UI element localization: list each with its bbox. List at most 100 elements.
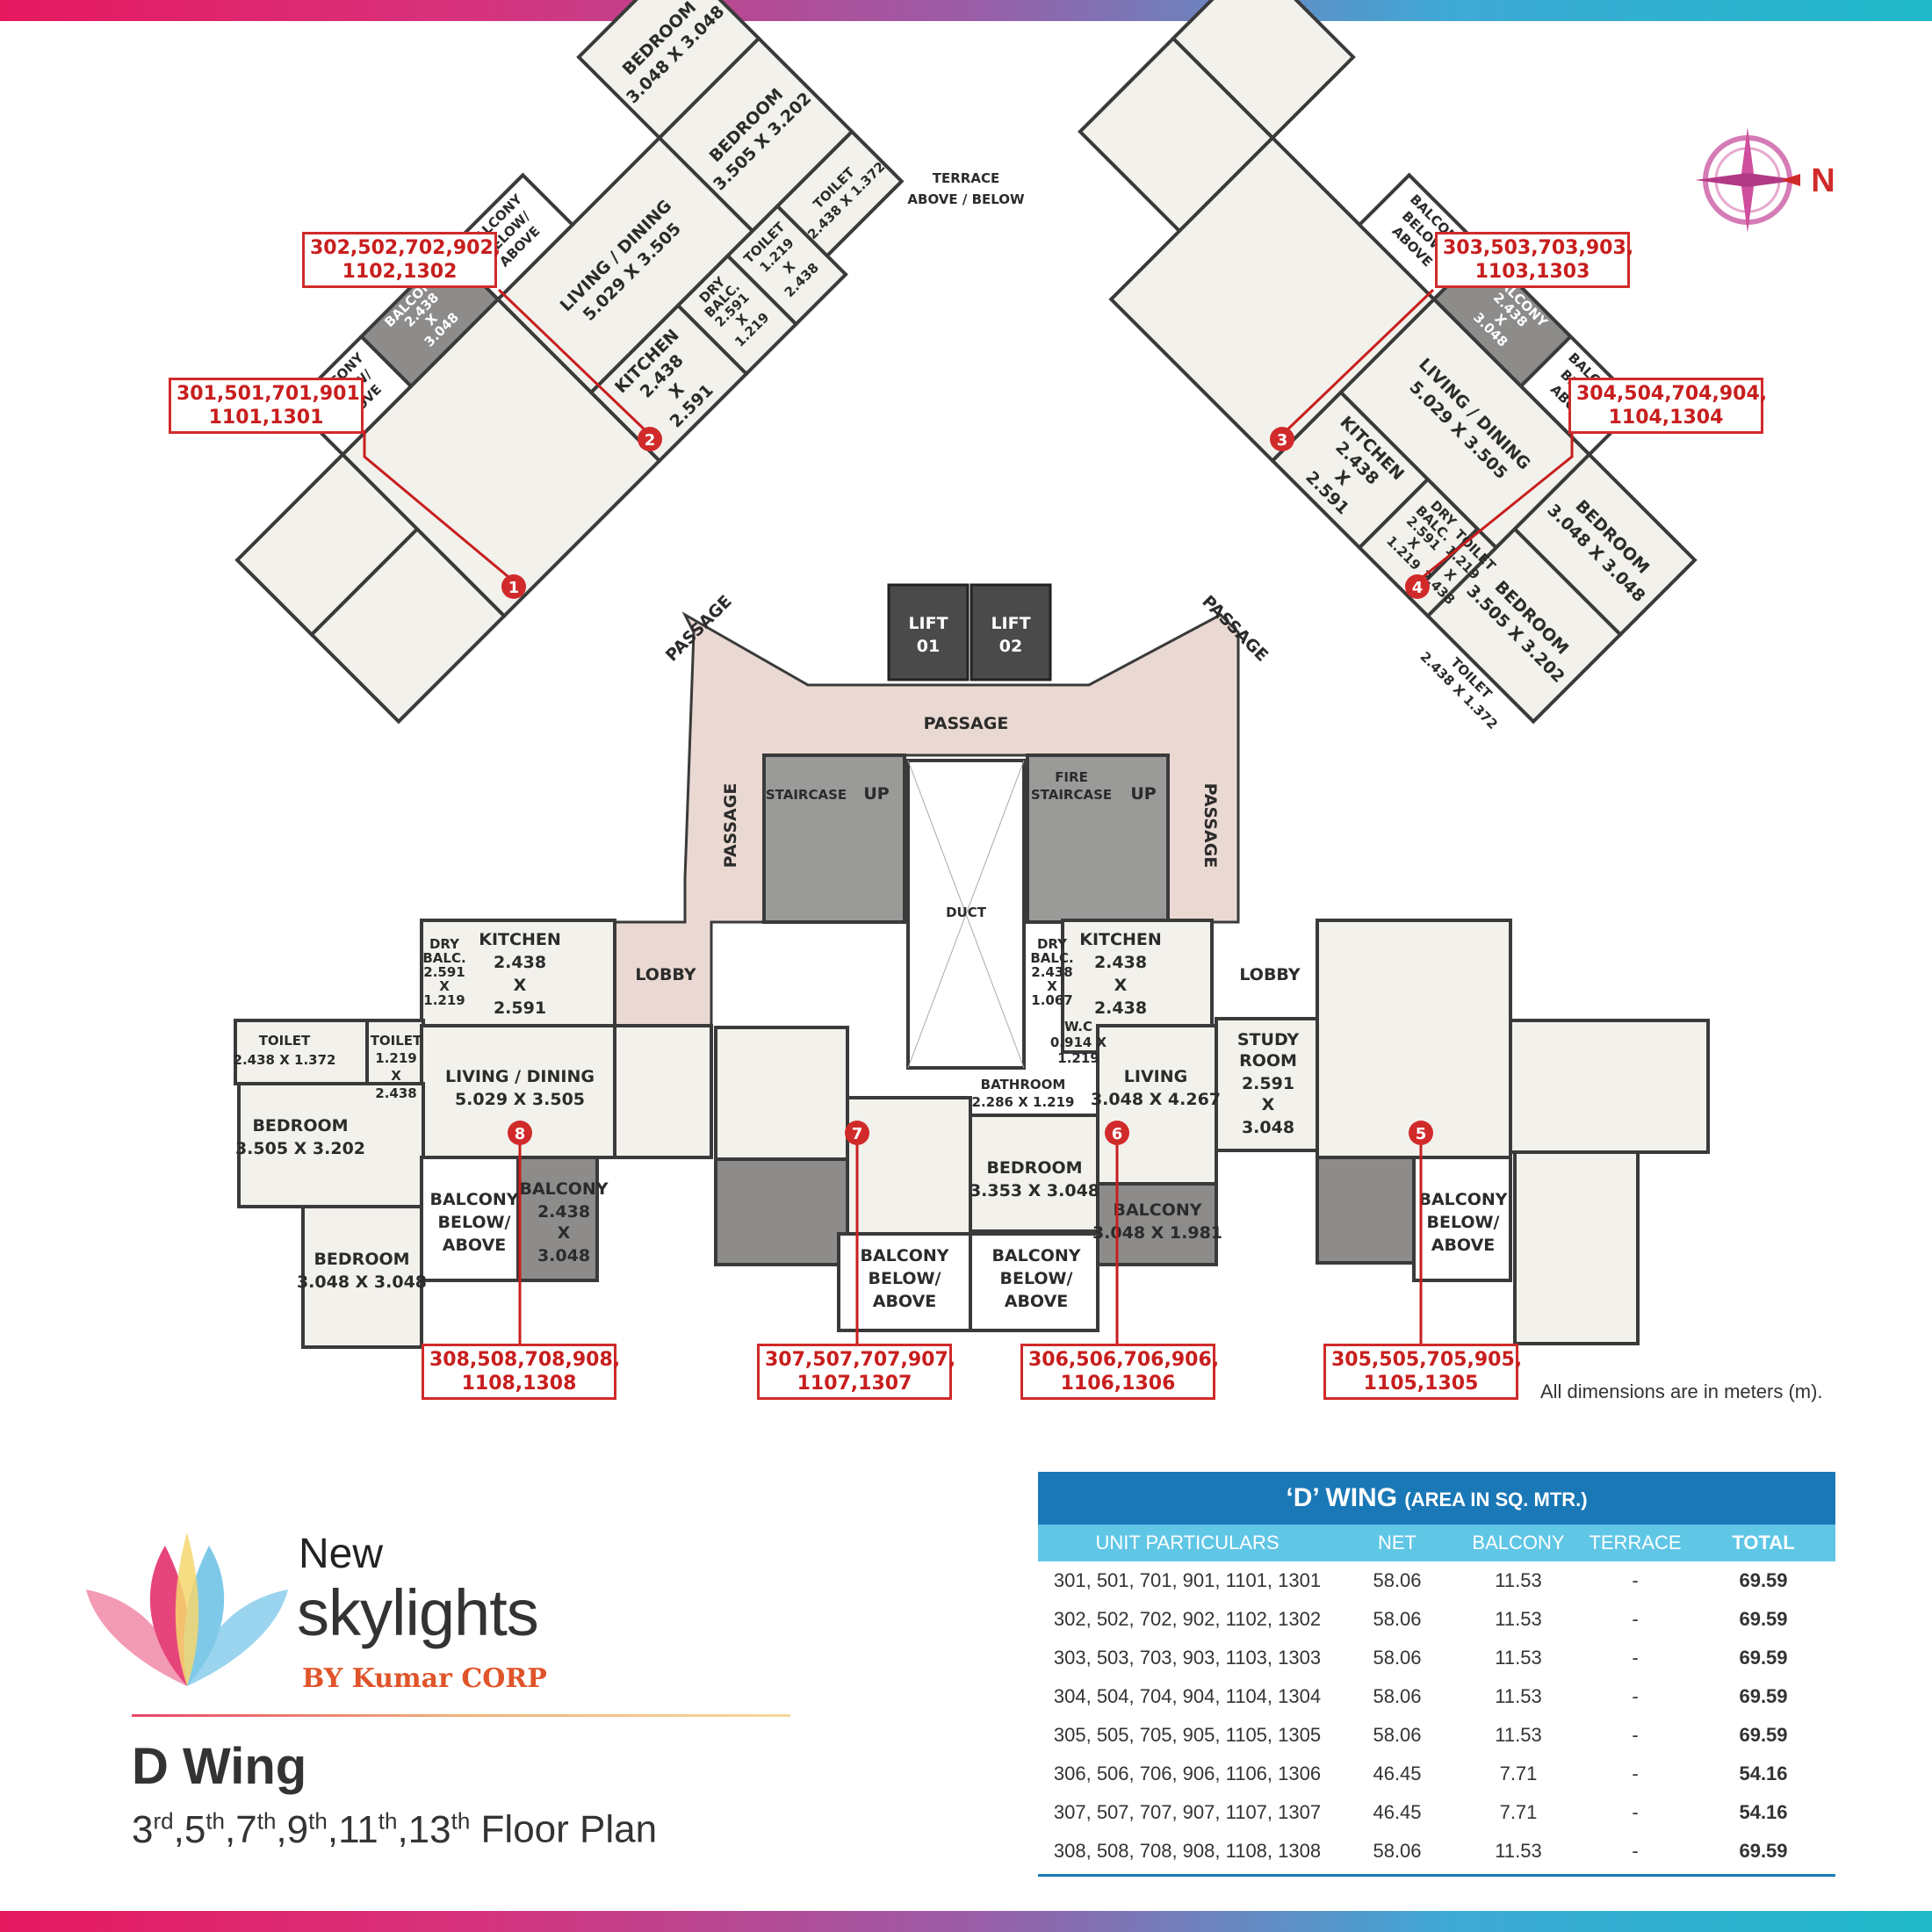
unit4-toilet [1406, 526, 1499, 619]
unit-box-1: 301,501,701,901, 1101,1301 [169, 378, 367, 434]
table-title-main: ‘D’ WING [1286, 1483, 1398, 1512]
col-total-carpet: TOTAL CARPET [1723, 1532, 1804, 1590]
unit6-balcony-l1: BALCONY [1113, 1200, 1201, 1220]
unit8-kitchen-l1: KITCHEN [479, 930, 560, 949]
wc-label-3: 1.219 [1057, 1050, 1099, 1066]
unit6-living-l1: LIVING [1124, 1067, 1187, 1086]
table-row: 305, 505, 705, 905, 1105, 1305 58.06 11.… [1038, 1716, 1835, 1755]
table-row: 303, 503, 703, 903, 1103, 1303 58.06 11.… [1038, 1639, 1835, 1677]
floor-3: 3rd [132, 1807, 174, 1851]
unit7-balcony-open [837, 1232, 972, 1332]
table-row: 304, 504, 704, 904, 1104, 1304 58.06 11.… [1038, 1677, 1835, 1716]
floor-13: 13th [407, 1807, 471, 1851]
cell: 11.53 [1495, 1685, 1542, 1707]
cell: - [1632, 1647, 1639, 1669]
cell: - [1632, 1801, 1639, 1823]
unit-3-4-cluster [1078, 0, 1698, 724]
lift1-label-1: LIFT [908, 614, 948, 633]
marker-1: 1 [508, 579, 520, 597]
wc-label-1: W.C [1064, 1019, 1092, 1034]
unit6-balcony-l2: 3.048 X 1.981 [1092, 1223, 1222, 1243]
floor-7: 7th [235, 1807, 277, 1851]
brand-name: skylights [297, 1576, 539, 1649]
passage-label-main: PASSAGE [924, 714, 1009, 733]
unit8-bedroom2-l1: BEDROOM [314, 1250, 409, 1269]
unit6-balcony-open [969, 1232, 1099, 1332]
unit-box-2-line1: 302,502,702,902, [310, 237, 501, 259]
col-balcony: BALCONY [1472, 1532, 1565, 1554]
unit-box-8-line2: 1108,1308 [461, 1373, 577, 1395]
unit8-bedroom-extra [613, 1024, 713, 1159]
terrace-label-2: ABOVE / BELOW [907, 191, 1025, 207]
unit8-balcony-l3: X [558, 1223, 571, 1243]
unit7-balcony-open-l3: ABOVE [873, 1292, 937, 1311]
unit6-study-l4: X [1262, 1095, 1275, 1114]
unit-box-7-line2: 1107,1307 [797, 1373, 912, 1395]
unit6-study-l1: STUDY [1237, 1030, 1299, 1049]
cell: - [1632, 1569, 1639, 1591]
unit6-study-l2: ROOM [1239, 1051, 1297, 1071]
unit6-living-l2: 3.048 X 4.267 [1091, 1090, 1221, 1109]
unit6-balcony-open-l2: BELOW/ [1000, 1269, 1073, 1288]
cell: 69.59 [1739, 1840, 1788, 1862]
unit-box-6: 306,506,706,906, 1106,1306 [1020, 1344, 1220, 1400]
unit8-balcony-open-l3: ABOVE [443, 1236, 507, 1255]
unit-box-8: 308,508,708,908, 1108,1308 [422, 1344, 621, 1400]
unit8-balcony-open-l1: BALCONY [429, 1190, 518, 1209]
marker-3: 3 [1277, 431, 1288, 450]
unit-box-7: 307,507,707,907, 1107,1307 [757, 1344, 956, 1400]
dimensions-note: All dimensions are in meters (m). [1540, 1381, 1823, 1402]
unit-6 [969, 919, 1319, 1332]
central-core [613, 583, 1240, 1070]
table-row: 301, 501, 701, 901, 1101, 1301 58.06 11.… [1038, 1561, 1835, 1600]
lobby-label-left: LOBBY [635, 965, 696, 984]
passage-label-right: PASSAGE [1200, 783, 1220, 869]
cell: 11.53 [1495, 1840, 1542, 1862]
fire-staircase-label-2: STAIRCASE [1031, 787, 1112, 803]
cell: 7.71 [1499, 1763, 1538, 1784]
unit8-balcony-l4: 3.048 [537, 1246, 590, 1265]
unit6-kitchen-l1: KITCHEN [1079, 930, 1161, 949]
cell: 11.53 [1495, 1647, 1542, 1669]
col-terrace: TERRACE [1589, 1532, 1682, 1554]
floor-5: 5th [184, 1807, 226, 1851]
unit8-balcony-open-l2: BELOW/ [438, 1213, 511, 1232]
unit6-bedroom-l1: BEDROOM [986, 1158, 1082, 1178]
unit8-bedroom-1 [237, 1082, 425, 1208]
unit8-dry-l1: DRY [429, 936, 460, 952]
unit8-toilet-1 [234, 1019, 369, 1085]
col-net-carpet: NET CARPET [1358, 1532, 1437, 1590]
terrace-label-1: TERRACE [933, 170, 999, 186]
unit-box-7-line1: 307,507,707,907, [765, 1349, 956, 1371]
unit-box-1-line2: 1101,1301 [208, 407, 324, 429]
unit-box-5-line2: 1105,1305 [1363, 1373, 1479, 1395]
unit6-bedroom-l2: 3.353 X 3.048 [970, 1181, 1099, 1200]
marker-5: 5 [1416, 1125, 1427, 1143]
table-row: 308, 508, 708, 908, 1108, 1308 58.06 11.… [1038, 1832, 1835, 1871]
unit6-study-l5: 3.048 [1242, 1118, 1294, 1137]
cell: 58.06 [1373, 1569, 1422, 1591]
unit-box-3: 303,503,703,903, 1103,1303 [1435, 232, 1634, 288]
marker-6: 6 [1112, 1125, 1123, 1143]
unit7-balcony-open-l1: BALCONY [860, 1246, 948, 1265]
brand-corp: Kumar CORP [351, 1663, 547, 1694]
unit8-toilet2-l1: TOILET [371, 1033, 422, 1049]
bottom-gradient-bar [0, 1911, 1932, 1932]
floor-list: 3rd,5th,7th,9th,11th,13th Floor Plan [132, 1807, 658, 1851]
unit8-bedroom2-l2: 3.048 X 3.048 [297, 1272, 427, 1292]
unit2-toilet-1 [775, 129, 905, 259]
staircase-label: STAIRCASE [766, 787, 847, 803]
unit8-living-l1: LIVING / DINING [445, 1067, 595, 1086]
lobby-label-right: LOBBY [1239, 965, 1301, 984]
cell: 54.16 [1739, 1763, 1788, 1784]
cell: 69.59 [1739, 1608, 1788, 1630]
unit8-toilet2-l4: 2.438 [375, 1085, 416, 1101]
area-table: ‘D’ WING (AREA IN SQ. MTR.) UNIT PARTICU… [1038, 1472, 1835, 1877]
unit-box-6-line1: 306,506,706,906, [1028, 1349, 1220, 1371]
floor-11: 11th [338, 1807, 398, 1851]
unit-box-3-line1: 303,503,703,903, [1443, 237, 1634, 259]
cell: 58.06 [1373, 1724, 1422, 1746]
bathroom-label-1: BATHROOM [981, 1077, 1066, 1092]
unit7-balcony [714, 1157, 849, 1266]
unit-box-8-line1: 308,508,708,908, [429, 1349, 621, 1371]
